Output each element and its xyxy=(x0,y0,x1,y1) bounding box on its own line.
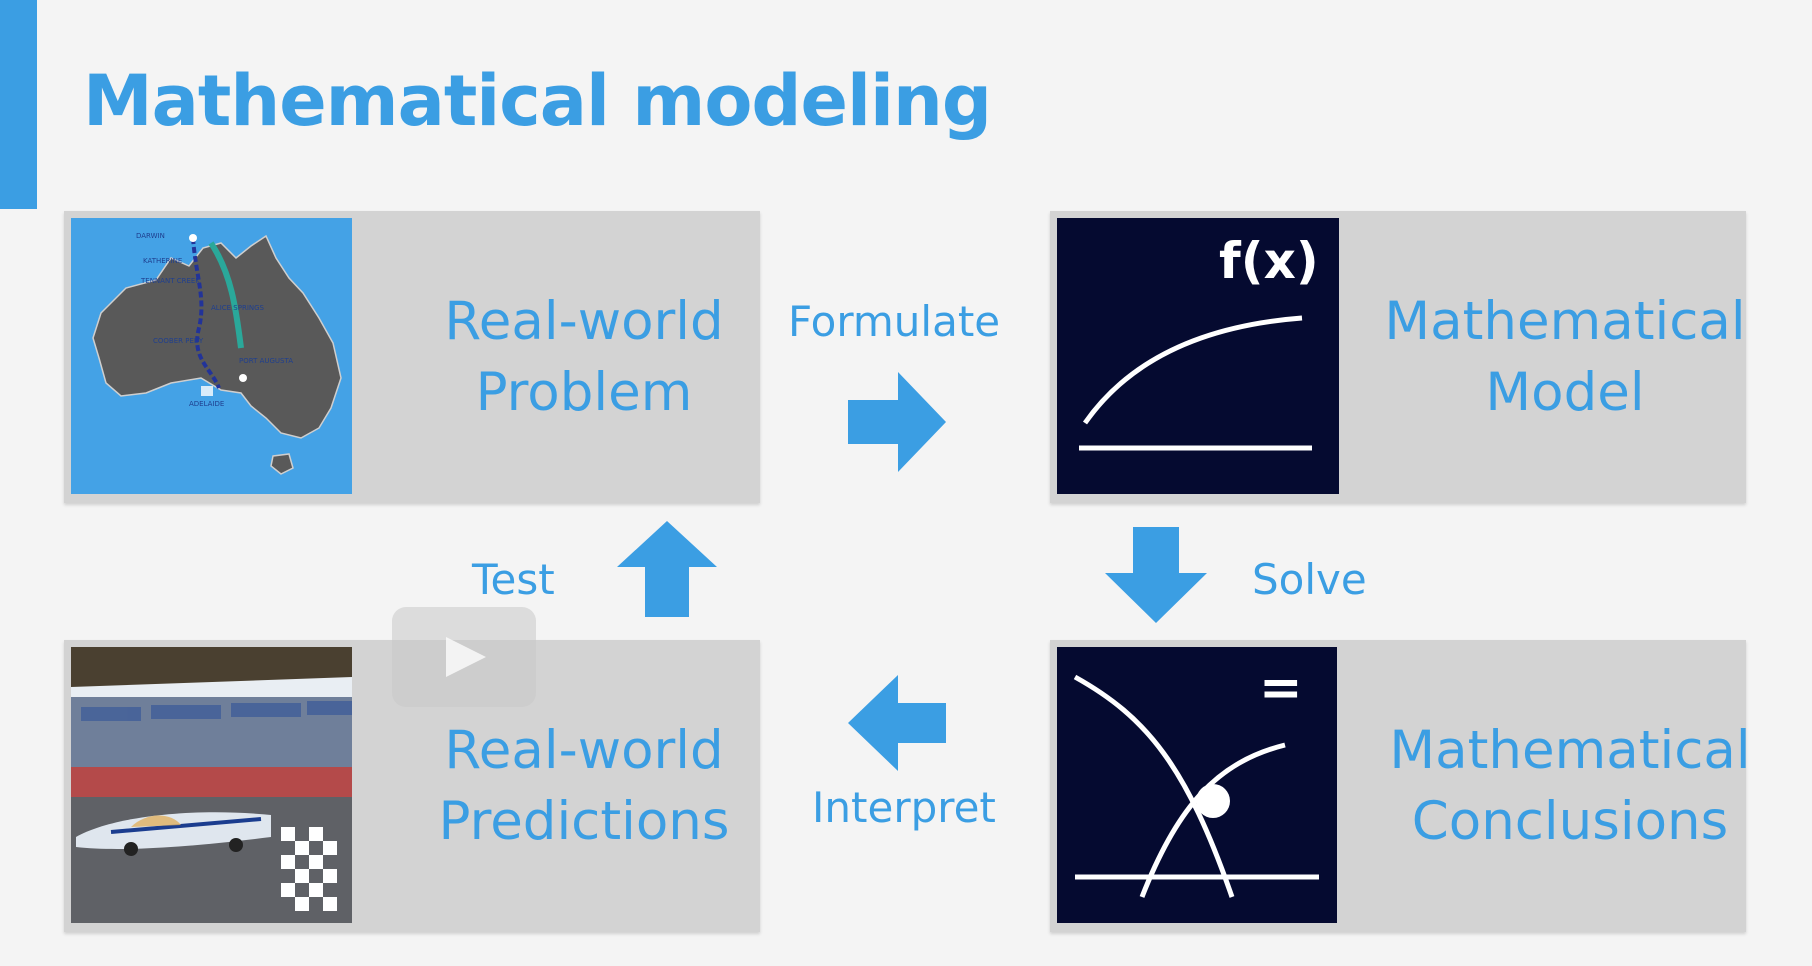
slide-title: Mathematical modeling xyxy=(83,60,992,142)
svg-text:TENNANT CREEK: TENNANT CREEK xyxy=(140,277,200,285)
real-world-problem-box: DARWIN KATHERINE TENNANT CREEK ALICE SPR… xyxy=(64,211,760,503)
svg-text:COOBER PEDY: COOBER PEDY xyxy=(153,337,204,345)
real-world-predictions-label: Real-world Predictions xyxy=(438,720,730,852)
solar-car-photo xyxy=(71,647,352,923)
equals-symbol: = xyxy=(1259,658,1303,718)
mathematical-conclusions-label: Mathematical Conclusions xyxy=(1389,720,1751,852)
real-world-problem-label: Real-world Problem xyxy=(444,291,724,423)
solve-label: Solve xyxy=(1252,555,1367,604)
svg-text:ALICE SPRINGS: ALICE SPRINGS xyxy=(211,304,265,312)
intersection-graph-image: = xyxy=(1057,647,1337,923)
down-arrow-icon xyxy=(1105,527,1207,628)
svg-text:KATHERINE: KATHERINE xyxy=(143,257,182,265)
svg-text:ADELAIDE: ADELAIDE xyxy=(189,400,224,408)
right-arrow-icon xyxy=(848,372,948,477)
play-button[interactable] xyxy=(392,607,536,707)
play-icon xyxy=(446,637,486,677)
test-label: Test xyxy=(472,555,555,604)
left-arrow-icon xyxy=(848,675,946,776)
australia-map-image: DARWIN KATHERINE TENNANT CREEK ALICE SPR… xyxy=(71,218,352,494)
interpret-label: Interpret xyxy=(812,783,996,832)
function-graph-image: f(x) xyxy=(1057,218,1339,494)
mathematical-model-label: Mathematical Model xyxy=(1384,291,1746,423)
up-arrow-icon xyxy=(617,521,717,622)
accent-bar xyxy=(0,0,37,209)
svg-text:PORT AUGUSTA: PORT AUGUSTA xyxy=(239,357,293,365)
fx-label: f(x) xyxy=(1219,232,1319,290)
mathematical-conclusions-box: = Mathematical Conclusions xyxy=(1050,640,1751,932)
formulate-label: Formulate xyxy=(788,297,1001,346)
svg-text:DARWIN: DARWIN xyxy=(136,232,165,240)
mathematical-model-box: f(x) Mathematical Model xyxy=(1050,211,1746,503)
